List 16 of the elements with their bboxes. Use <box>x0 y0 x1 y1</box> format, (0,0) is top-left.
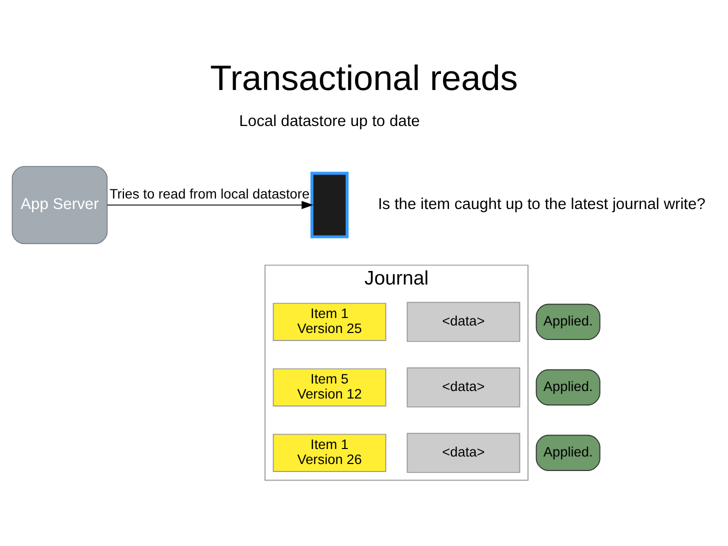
node-box: Applied. <box>536 304 600 340</box>
node-box: Item 1 Version 26 <box>272 434 386 472</box>
diagram-title: Transactional reads <box>210 58 518 98</box>
node-box: <data> <box>406 367 520 408</box>
node-box: <data> <box>406 302 520 342</box>
node-box <box>310 172 349 238</box>
node-box: Item 5 Version 12 <box>272 368 386 406</box>
label: Local datastore up to date <box>239 113 420 130</box>
label: Is the item caught up to the latest journal write? <box>378 196 706 213</box>
arrow <box>106 200 314 210</box>
node-box: Item 1 Version 25 <box>272 302 386 341</box>
node-box: Applied. <box>536 434 600 471</box>
node-box: Applied. <box>536 369 600 406</box>
node-box: <data> <box>406 432 520 473</box>
edge-label: Tries to read from local datastore <box>109 186 310 202</box>
node-box: App Server <box>12 166 108 244</box>
